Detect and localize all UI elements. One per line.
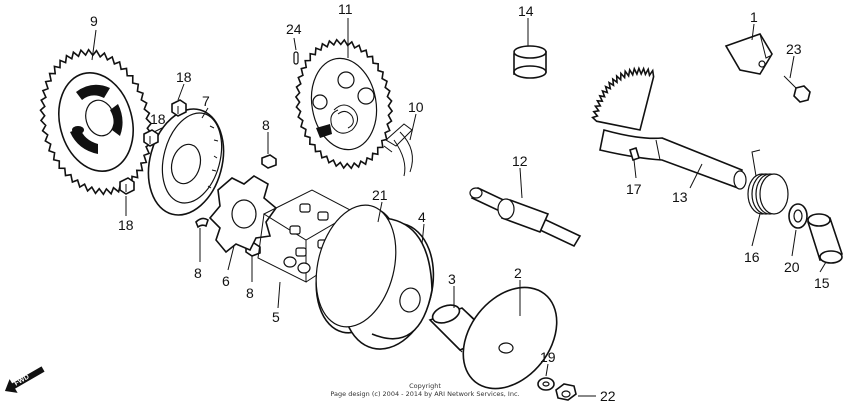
- arrow-fwd-icon: [4, 366, 45, 393]
- part-6-drive-plate[interactable]: [137, 101, 234, 224]
- callout-4[interactable]: 4: [418, 209, 426, 225]
- part-14-bushing[interactable]: [513, 45, 547, 79]
- callout-8-b[interactable]: 8: [194, 265, 202, 281]
- part-2-drive-face[interactable]: [444, 269, 576, 407]
- part-8-clip-left[interactable]: [195, 217, 209, 229]
- callout-13[interactable]: 13: [672, 189, 688, 205]
- part-11-kick-gear[interactable]: [294, 38, 394, 170]
- callout-14[interactable]: 14: [518, 3, 534, 19]
- part-1-stopper-plate[interactable]: [724, 33, 773, 75]
- part-21-o-ring[interactable]: [304, 197, 408, 336]
- part-23-bolt[interactable]: [783, 75, 811, 103]
- callout-10[interactable]: 10: [408, 99, 424, 115]
- part-16-return-spring[interactable]: [747, 149, 789, 215]
- leader-lines: [91, 18, 827, 397]
- part-15-bushing[interactable]: [806, 213, 844, 264]
- callout-7[interactable]: 6: [222, 273, 230, 289]
- part-18-bolt-middle[interactable]: [143, 129, 159, 147]
- callout-1[interactable]: 1: [750, 9, 758, 25]
- copyright-line-1: Copyright: [409, 382, 441, 390]
- callout-6[interactable]: 7: [202, 93, 210, 109]
- copyright-block: Copyright Page design (c) 2004 - 2014 by…: [330, 382, 519, 398]
- part-22-nut[interactable]: [555, 383, 577, 401]
- copyright-line-2: Page design (c) 2004 - 2014 by ARI Netwo…: [330, 390, 519, 398]
- part-19-washer[interactable]: [537, 377, 555, 391]
- part-18-bolt-top[interactable]: [171, 99, 187, 117]
- callout-18-a[interactable]: 18: [176, 69, 192, 85]
- callout-23[interactable]: 23: [786, 41, 802, 57]
- callout-5[interactable]: 5: [272, 309, 280, 325]
- callout-9[interactable]: 9: [90, 13, 98, 29]
- callout-15[interactable]: 15: [814, 275, 830, 291]
- fwd-label: FWD: [13, 374, 30, 388]
- callout-20[interactable]: 20: [784, 259, 800, 275]
- callout-24[interactable]: 24: [286, 21, 302, 37]
- callout-22[interactable]: 22: [600, 388, 616, 404]
- callout-17[interactable]: 17: [626, 181, 642, 197]
- part-20-washer[interactable]: [788, 203, 808, 229]
- callout-8-a[interactable]: 8: [262, 117, 270, 133]
- callout-11[interactable]: 11: [338, 1, 353, 17]
- callout-3[interactable]: 3: [448, 271, 456, 287]
- part-8-collar-top[interactable]: [261, 154, 277, 169]
- part-13-kick-spindle[interactable]: [591, 66, 747, 190]
- part-9-driven-gear[interactable]: [39, 48, 153, 196]
- part-18-bolt-bottom[interactable]: [119, 177, 135, 195]
- callout-8-c[interactable]: 8: [246, 285, 254, 301]
- callout-18-b[interactable]: 18: [150, 111, 166, 127]
- callout-21[interactable]: 21: [372, 187, 388, 203]
- callout-2[interactable]: 2: [514, 265, 522, 281]
- part-24-pin[interactable]: [293, 51, 299, 65]
- callout-12[interactable]: 12: [512, 153, 528, 169]
- callout-labels: 9 18 7 18 8 18 8 6 8 5 24 11 10 21 4 3 2…: [90, 1, 830, 404]
- callout-19[interactable]: 19: [540, 349, 556, 365]
- fwd-indicator: FWD: [4, 366, 45, 393]
- part-7-ramp-plate[interactable]: [208, 175, 278, 254]
- part-17-pin[interactable]: [629, 146, 640, 162]
- part-12-kick-shaft[interactable]: [469, 186, 582, 248]
- callout-16[interactable]: 16: [744, 249, 760, 265]
- callout-18-c[interactable]: 18: [118, 217, 134, 233]
